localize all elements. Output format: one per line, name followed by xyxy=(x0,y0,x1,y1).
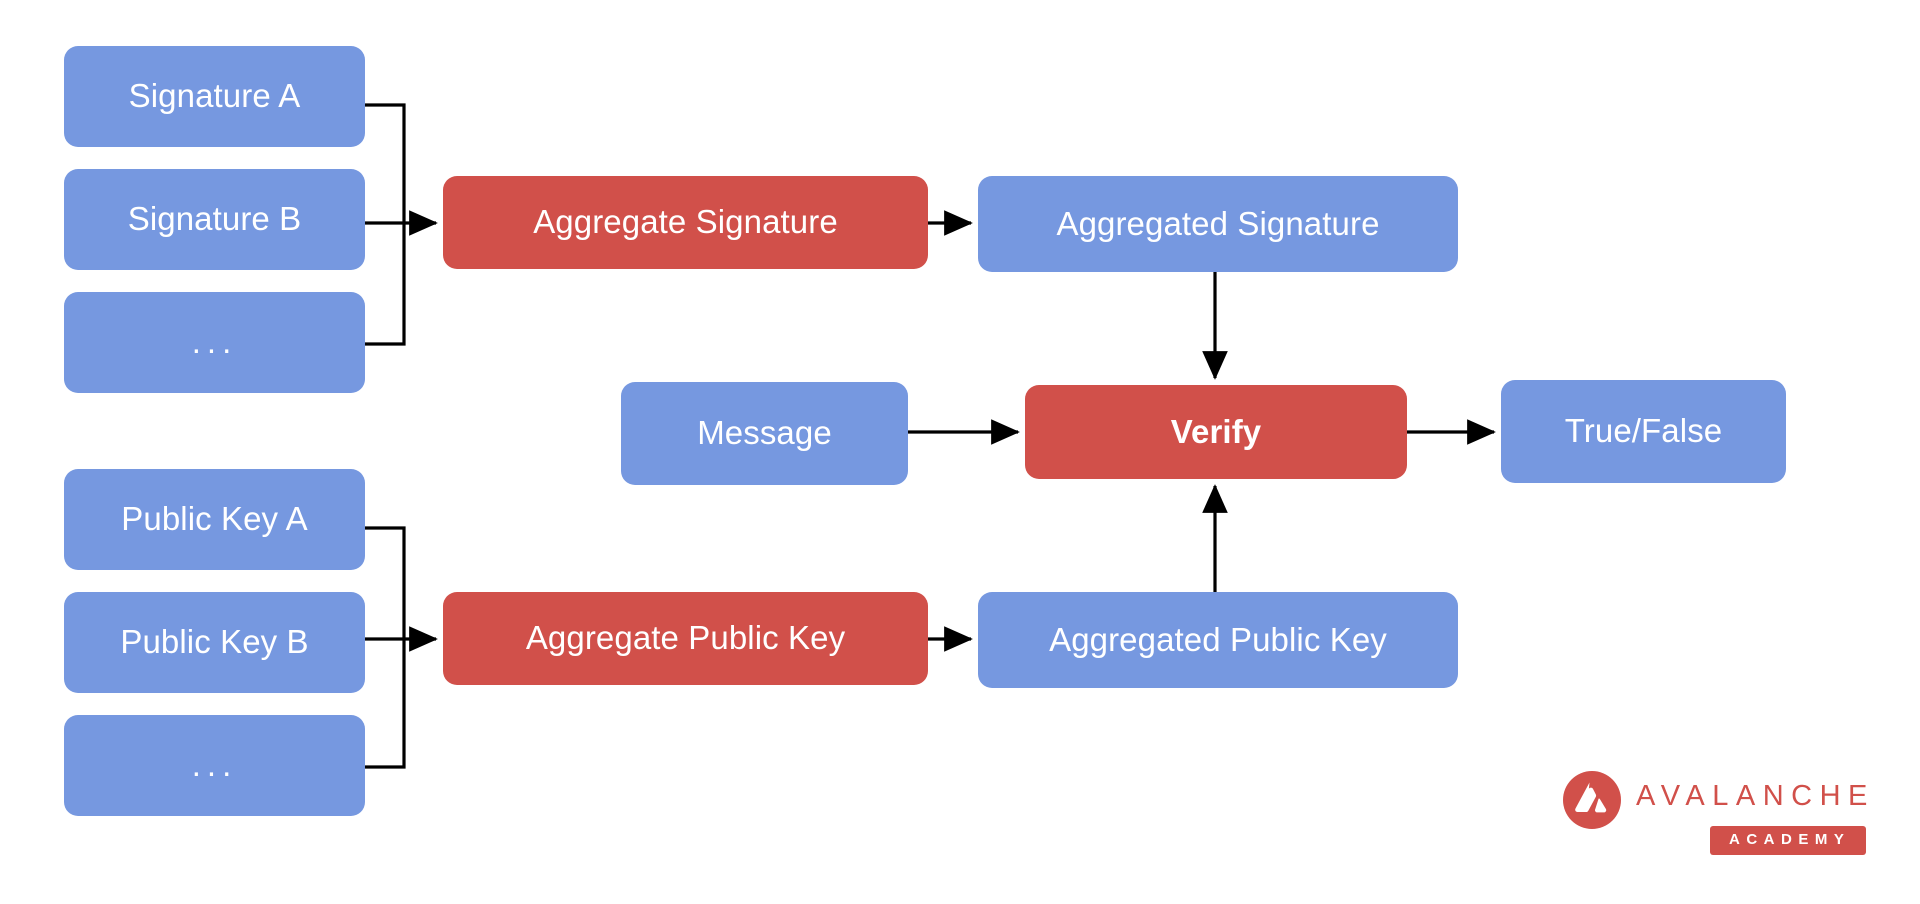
node-aggregate-signature[interactable]: Aggregate Signature xyxy=(443,176,928,269)
node-message[interactable]: Message xyxy=(621,382,908,485)
node-label: True/False xyxy=(1564,412,1723,450)
node-label: Signature B xyxy=(127,200,302,238)
logo-wordmark: AVALANCHE xyxy=(1636,780,1875,812)
edge-public-key-a-to-aggregate xyxy=(365,526,406,639)
node-label: Aggregated Signature xyxy=(1056,204,1380,242)
edge-signature-a-to-aggregate xyxy=(365,103,406,223)
node-public-key-b[interactable]: Public Key B xyxy=(64,592,365,693)
node-label: Aggregate Signature xyxy=(533,203,838,241)
node-signature-a[interactable]: Signature A xyxy=(64,46,365,147)
node-aggregated-signature[interactable]: Aggregated Signature xyxy=(978,176,1458,272)
edge-signature-more-to-aggregate xyxy=(365,223,406,346)
node-label: ... xyxy=(191,746,238,784)
logo-academy-text: ACADEMY xyxy=(1729,831,1851,848)
node-aggregated-public-key[interactable]: Aggregated Public Key xyxy=(978,592,1458,688)
logo-academy-badge: ACADEMY xyxy=(1710,826,1867,855)
node-public-key-more[interactable]: ... xyxy=(64,715,365,816)
node-signature-b[interactable]: Signature B xyxy=(64,169,365,270)
node-label: Aggregate Public Key xyxy=(525,619,846,657)
node-true-false[interactable]: True/False xyxy=(1501,380,1786,483)
node-public-key-a[interactable]: Public Key A xyxy=(64,469,365,570)
node-label: Verify xyxy=(1170,412,1262,450)
avalanche-logo-icon xyxy=(1563,771,1621,829)
node-verify[interactable]: Verify xyxy=(1025,385,1407,479)
avalanche-academy-logo: AVALANCHE ACADEMY xyxy=(1562,768,1902,880)
node-label: Public Key A xyxy=(121,500,308,538)
node-label: Message xyxy=(697,414,832,452)
node-label: ... xyxy=(191,323,238,361)
node-label: Signature A xyxy=(128,77,301,115)
node-aggregate-public-key[interactable]: Aggregate Public Key xyxy=(443,592,928,685)
edge-public-key-more-to-aggregate xyxy=(365,639,406,769)
node-label: Aggregated Public Key xyxy=(1049,620,1387,658)
node-signature-more[interactable]: ... xyxy=(64,292,365,393)
node-label: Public Key B xyxy=(120,623,309,661)
